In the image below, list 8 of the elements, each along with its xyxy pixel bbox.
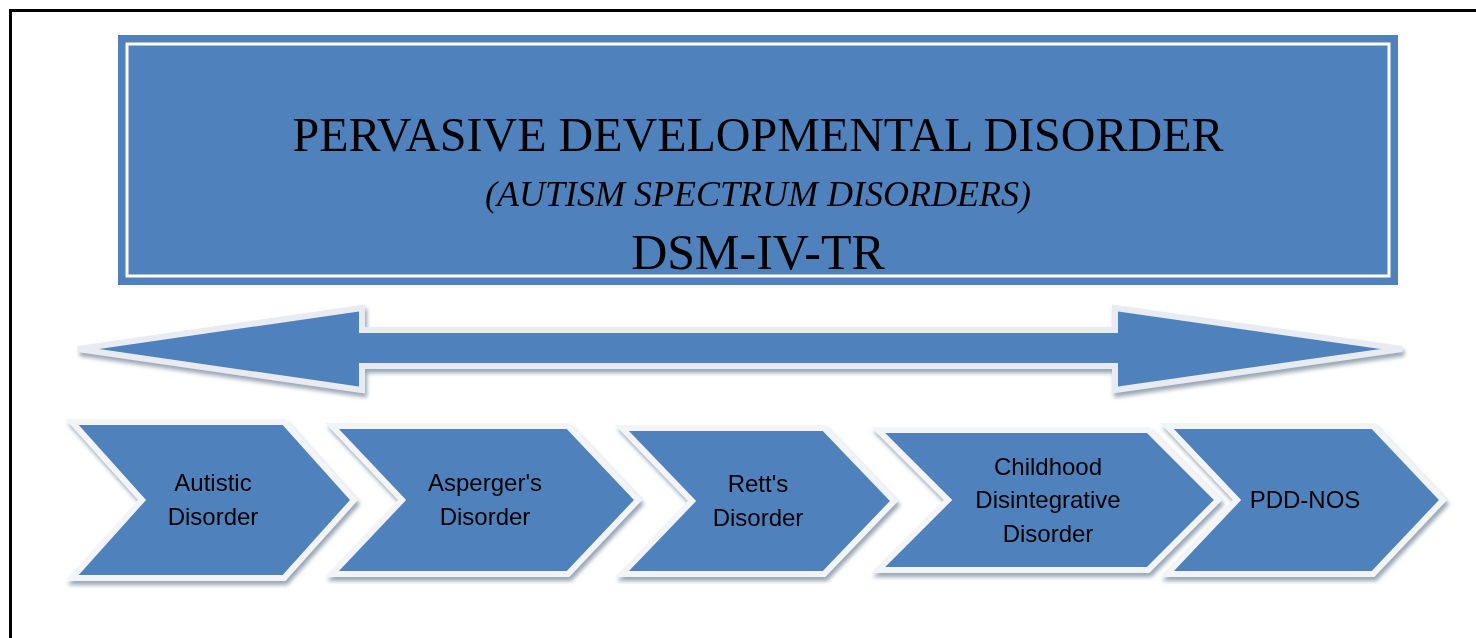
chevron-label: Asperger's Disorder bbox=[427, 468, 543, 532]
chevron-label: Rett's Disorder bbox=[711, 469, 805, 533]
chevron-label: PDD-NOS bbox=[1248, 485, 1362, 516]
title-text: PERVASIVE DEVELOPMENTAL DISORDER bbox=[291, 107, 1225, 162]
title-text: DSM-IV-TR bbox=[630, 223, 886, 281]
chevron-label: Childhood Disintegrative Disorder bbox=[974, 451, 1122, 549]
subtitle: (AUTISM SPECTRUM DISORDERS) bbox=[484, 173, 1032, 215]
chevron-label: Autistic Disorder bbox=[166, 468, 260, 532]
